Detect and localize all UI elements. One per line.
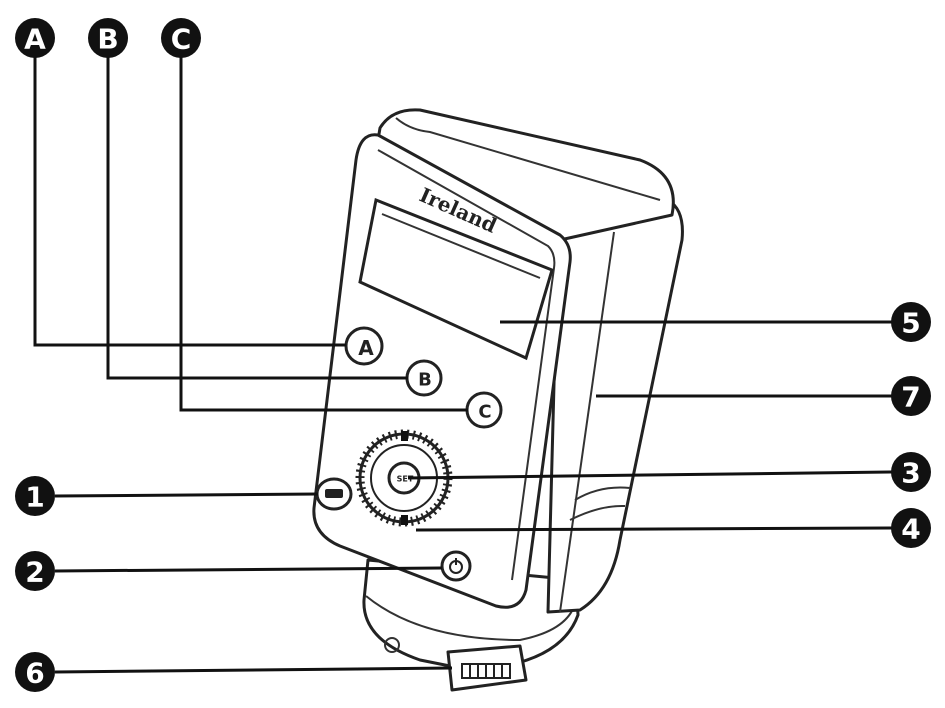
svg-text:A: A — [358, 336, 374, 360]
svg-text:SET: SET — [397, 475, 414, 484]
callout-5: 5 — [891, 302, 931, 342]
svg-text:B: B — [97, 23, 118, 56]
button-c[interactable]: C — [465, 391, 503, 429]
svg-text:1: 1 — [25, 481, 44, 514]
button-b[interactable]: B — [405, 359, 443, 397]
callout-6: 6 — [15, 652, 55, 692]
callout-7: 7 — [891, 376, 931, 416]
callout-a: A — [15, 18, 55, 58]
callout-b: B — [88, 18, 128, 58]
leader-lines — [33, 56, 893, 674]
svg-text:4: 4 — [901, 513, 920, 546]
device-side-panel — [546, 198, 684, 614]
callout-3: 3 — [891, 452, 931, 492]
svg-text:6: 6 — [25, 657, 44, 690]
device-top-cap — [376, 108, 675, 242]
svg-text:2: 2 — [25, 556, 44, 589]
svg-text:3: 3 — [901, 457, 920, 490]
svg-text:5: 5 — [901, 307, 920, 340]
mode-button[interactable] — [315, 477, 353, 511]
foot-lock[interactable] — [446, 644, 528, 692]
svg-text:C: C — [478, 402, 491, 423]
callout-2: 2 — [15, 551, 55, 591]
svg-text:7: 7 — [901, 381, 920, 414]
svg-text:B: B — [418, 370, 432, 391]
svg-text:A: A — [24, 23, 46, 56]
mount-screw-icon — [384, 637, 400, 653]
svg-text:C: C — [171, 23, 192, 56]
callout-1: 1 — [15, 476, 55, 516]
callout-c: C — [161, 18, 201, 58]
button-a[interactable]: A — [344, 326, 384, 366]
callout-4: 4 — [891, 508, 931, 548]
power-button[interactable] — [440, 550, 472, 582]
lcd-screen — [358, 197, 554, 361]
